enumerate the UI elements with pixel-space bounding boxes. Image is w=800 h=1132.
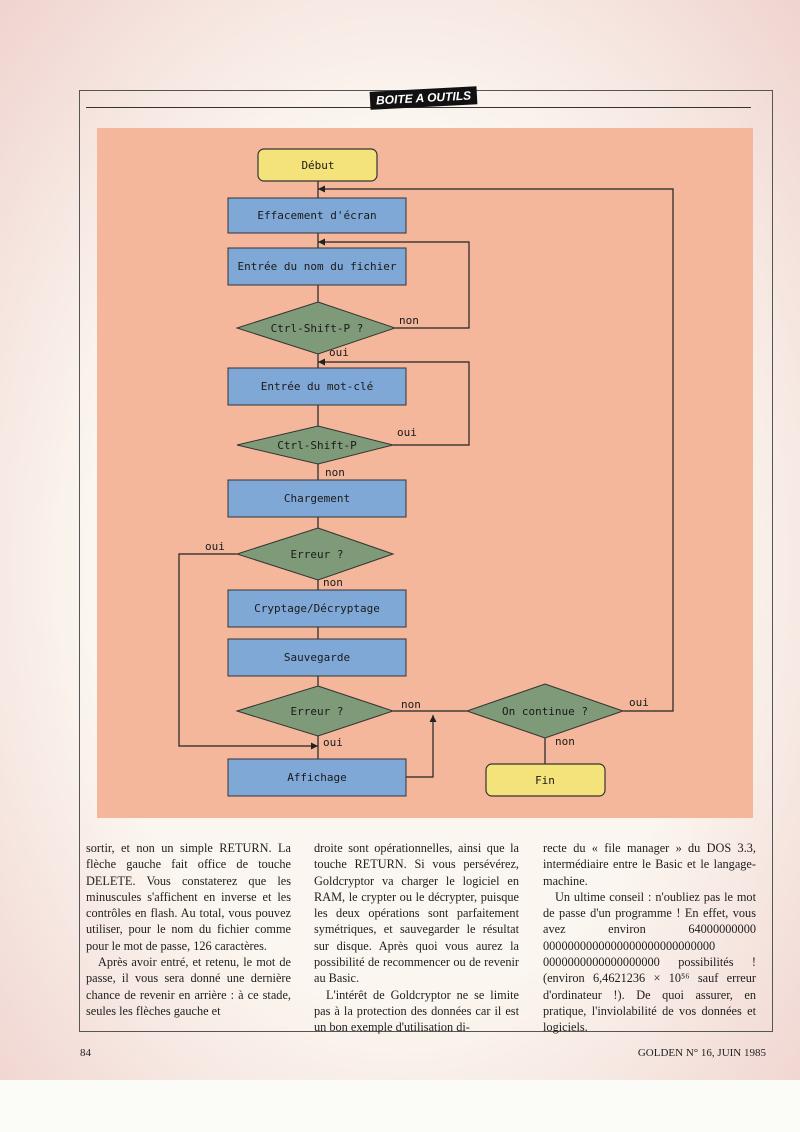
node-debut-label: Début — [301, 159, 334, 172]
node-affichage-label: Affichage — [287, 771, 347, 784]
node-chargement — [227, 479, 407, 518]
node-sauvegarde-label: Sauvegarde — [284, 651, 350, 664]
flowchart-diagram: Début Effacement d'écran Entrée du nom d… — [178, 148, 674, 797]
node-erreur-1-label: Erreur ? — [291, 548, 344, 561]
flowchart-edge-labels: non oui oui non oui non non oui oui non — [205, 314, 649, 749]
column-2-paragraph-1: droite sont opérationnelles, ainsi que l… — [314, 841, 519, 986]
node-entree-mot-cle — [227, 367, 407, 406]
node-ctrl-shift-p-1-label: Ctrl-Shift-P ? — [271, 322, 364, 335]
node-on-continue-label: On continue ? — [502, 705, 588, 718]
edge-erreur1-oui-loop — [178, 553, 318, 750]
flowchart-panel: Début Effacement d'écran Entrée du nom d… — [97, 128, 753, 818]
text-column-2: droite sont opérationnelles, ainsi que l… — [314, 840, 519, 1036]
column-2-paragraph-2: L'intérêt de Goldcryptor ne se limite pa… — [314, 987, 519, 1035]
page-number: 84 — [80, 1047, 91, 1059]
edge-label-ctrl1-oui: oui — [329, 346, 349, 359]
column-1-paragraph-1: sortir, et non un simple RETURN. La flèc… — [86, 841, 291, 953]
edge-label-erreur1-oui: oui — [205, 540, 225, 553]
node-erreur-2 — [235, 685, 395, 737]
publication-footer: GOLDEN N° 16, JUIN 1985 — [637, 1047, 766, 1059]
column-1-paragraph-2: Après avoir entré, et retenu, le mot de … — [86, 955, 291, 1018]
node-cryptage-label: Cryptage/Décryptage — [254, 602, 380, 615]
node-entree-fichier-label: Entrée du nom du fichier — [238, 260, 397, 273]
edge-label-continue-non: non — [555, 735, 575, 748]
node-on-continue — [465, 683, 625, 739]
scan-bottom-band — [0, 1080, 800, 1132]
node-erreur-1 — [235, 527, 395, 581]
column-3-paragraph-1: recte du « file manager » du DOS 3.3, in… — [543, 841, 756, 888]
edge-ctrl1-non-loop — [318, 238, 470, 329]
flowchart-nodes: Début Effacement d'écran Entrée du nom d… — [227, 148, 625, 797]
edge-label-erreur2-oui: oui — [323, 736, 343, 749]
column-3-paragraph-2: Un ultime conseil : n'oubliez pas le mot… — [543, 889, 756, 1035]
edge-label-erreur2-non: non — [401, 698, 421, 711]
edge-label-ctrl1-non: non — [399, 314, 419, 327]
edge-affichage-continue — [405, 715, 437, 778]
node-fin-label: Fin — [535, 774, 555, 787]
node-entree-fichier — [227, 247, 407, 286]
edge-label-erreur1-non: non — [323, 576, 343, 589]
node-effacement-label: Effacement d'écran — [257, 209, 376, 222]
text-column-3: recte du « file manager » du DOS 3.3, in… — [543, 840, 756, 1036]
edge-label-continue-oui: oui — [629, 696, 649, 709]
node-ctrl-shift-p-1 — [235, 301, 397, 355]
edge-continue-oui-loop — [318, 185, 674, 712]
node-erreur-2-label: Erreur ? — [291, 705, 344, 718]
node-sauvegarde — [227, 638, 407, 677]
node-ctrl-shift-p-2-label: Ctrl-Shift-P — [277, 439, 357, 452]
node-fin — [485, 763, 606, 797]
edge-label-ctrl2-non: non — [325, 466, 345, 479]
header-rule — [86, 107, 751, 108]
flowchart-edges — [178, 181, 674, 778]
edge-label-ctrl2-oui: oui — [397, 426, 417, 439]
node-effacement — [227, 197, 407, 234]
node-chargement-label: Chargement — [284, 492, 350, 505]
node-entree-mot-cle-label: Entrée du mot-clé — [261, 380, 374, 393]
node-ctrl-shift-p-2 — [236, 425, 394, 465]
edge-ctrl2-oui-loop — [318, 358, 470, 446]
node-affichage — [227, 758, 407, 797]
text-column-1: sortir, et non un simple RETURN. La flèc… — [86, 840, 291, 1019]
node-cryptage — [227, 589, 407, 628]
node-debut — [257, 148, 378, 182]
